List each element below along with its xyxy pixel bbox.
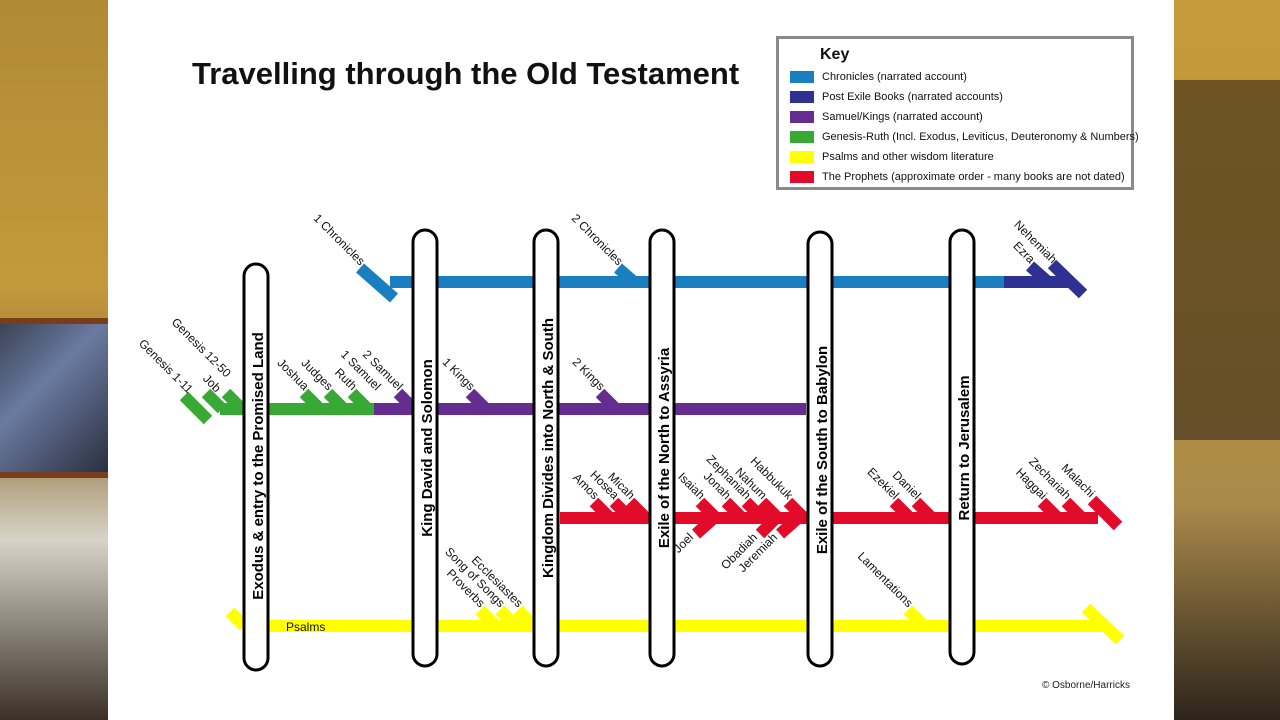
tick-jonah <box>721 497 747 523</box>
legend-swatch <box>790 131 814 143</box>
tick-job <box>221 388 247 414</box>
tick-nahum <box>757 497 783 523</box>
samuel-kings-track <box>372 388 806 415</box>
tick-hosea <box>609 497 635 523</box>
post-exile-arrow-head <box>1047 259 1088 299</box>
book-label-1-chronicles: 1 Chronicles <box>311 211 368 268</box>
tick-joshua <box>299 388 325 414</box>
timeline-diagram: Exodus & entry to the Promised Land King… <box>136 211 1125 672</box>
tick-1-kings <box>465 388 491 414</box>
legend-item-wisdom: Psalms and other wisdom literature <box>790 149 994 165</box>
tick-zephaniah <box>741 497 767 523</box>
legend-item-post-exile: Post Exile Books (narrated accounts) <box>790 89 1003 105</box>
legend-swatch <box>790 111 814 123</box>
legend-swatch <box>790 151 814 163</box>
legend-swatch <box>790 91 814 103</box>
tick-2-kings <box>595 388 621 414</box>
background-shadow <box>1174 80 1280 440</box>
tick-judges <box>323 388 349 414</box>
legend-item-samuel-kings: Samuel/Kings (narrated account) <box>790 109 983 125</box>
tick-2-samuel <box>393 388 419 414</box>
legend-label: Chronicles (narrated account) <box>822 71 967 83</box>
book-label-2-kings: 2 Kings <box>570 355 608 393</box>
post-exile-track <box>1004 259 1088 299</box>
era-pill-exile-south <box>806 230 834 668</box>
tick-jeremiah <box>776 513 802 539</box>
era-pill-kingdom-divides <box>532 228 560 668</box>
genesis-ruth-track <box>179 388 374 425</box>
legend-label: Samuel/Kings (narrated account) <box>822 111 983 123</box>
legend-box: Key Chronicles (narrated account) Post E… <box>776 36 1139 190</box>
tick-isaiah <box>695 497 721 523</box>
tick-micah <box>625 497 651 523</box>
era-pill-exile-north <box>648 228 676 668</box>
book-label-genesis-1-11: Genesis 1-11 <box>136 336 196 396</box>
legend-label: Genesis-Ruth (Incl. Exodus, Leviticus, D… <box>822 131 1139 143</box>
legend-label: The Prophets (approximate order - many b… <box>822 171 1125 183</box>
wisdom-arrow-head <box>1081 603 1125 645</box>
chronicles-track <box>356 263 1008 303</box>
legend-swatch <box>790 71 814 83</box>
legend-label: Psalms and other wisdom literature <box>822 151 994 163</box>
era-label-exile-south: Exile of the South to Babylon <box>814 346 831 554</box>
tick-ezekiel <box>889 497 915 523</box>
tick-ezra <box>1026 261 1052 287</box>
tick-2-chronicles <box>614 263 638 287</box>
era-label-exodus: Exodus & entry to the Promised Land <box>250 332 267 600</box>
era-pill-david-solomon <box>411 228 439 668</box>
tick-ecclesiastes <box>513 605 539 631</box>
tick-amos <box>589 497 615 523</box>
tick-lamentations <box>903 605 929 631</box>
legend-item-chronicles: Chronicles (narrated account) <box>790 69 967 85</box>
era-pill-return <box>948 228 976 666</box>
era-label-return: Return to Jerusalem <box>956 375 973 520</box>
tick-genesis <box>201 388 227 414</box>
legend-label: Post Exile Books (narrated accounts) <box>822 91 1003 103</box>
era-pill-exodus <box>242 262 270 672</box>
book-label-isaiah: Isaiah <box>675 470 708 503</box>
tick-zechariah <box>1061 497 1087 523</box>
wisdom-start-tail <box>225 607 249 631</box>
era-label-david-solomon: King David and Solomon <box>419 359 436 537</box>
background-left <box>0 0 108 720</box>
era-label-exile-north: Exile of the North to Assyria <box>656 347 673 548</box>
background-right <box>1174 0 1280 720</box>
era-pills <box>242 228 976 672</box>
page-title: Travelling through the Old Testament <box>192 56 740 91</box>
legend-title: Key <box>820 46 850 63</box>
tick-haggai <box>1037 497 1063 523</box>
legend-item-genesis-ruth: Genesis-Ruth (Incl. Exodus, Leviticus, D… <box>790 129 1139 145</box>
tick-ruth <box>347 388 373 414</box>
book-label-1-kings: 1 Kings <box>440 355 478 393</box>
legend-item-prophets: The Prophets (approximate order - many b… <box>790 169 1125 185</box>
book-label-psalms: Psalms <box>286 620 325 634</box>
background-picture-frame <box>0 318 108 478</box>
slide: Travelling through the Old Testament Key… <box>108 0 1174 720</box>
genesis-ruth-start-tail <box>179 391 213 425</box>
tick-proverbs <box>475 605 501 631</box>
copyright-notice: © Osborne/Harricks <box>1042 680 1130 691</box>
book-label-2-chronicles: 2 Chronicles <box>569 211 626 268</box>
prophets-track <box>560 495 1123 539</box>
book-label-lamentations: Lamentations <box>855 549 916 610</box>
chronicles-start-tail <box>356 263 398 303</box>
tick-daniel <box>911 497 937 523</box>
tick-song-of-songs <box>495 605 521 631</box>
legend-swatch <box>790 171 814 183</box>
tick-habbukuk <box>783 497 809 523</box>
prophets-arrow-head <box>1087 495 1123 531</box>
era-label-kingdom-divides: Kingdom Divides into North & South <box>540 318 557 578</box>
